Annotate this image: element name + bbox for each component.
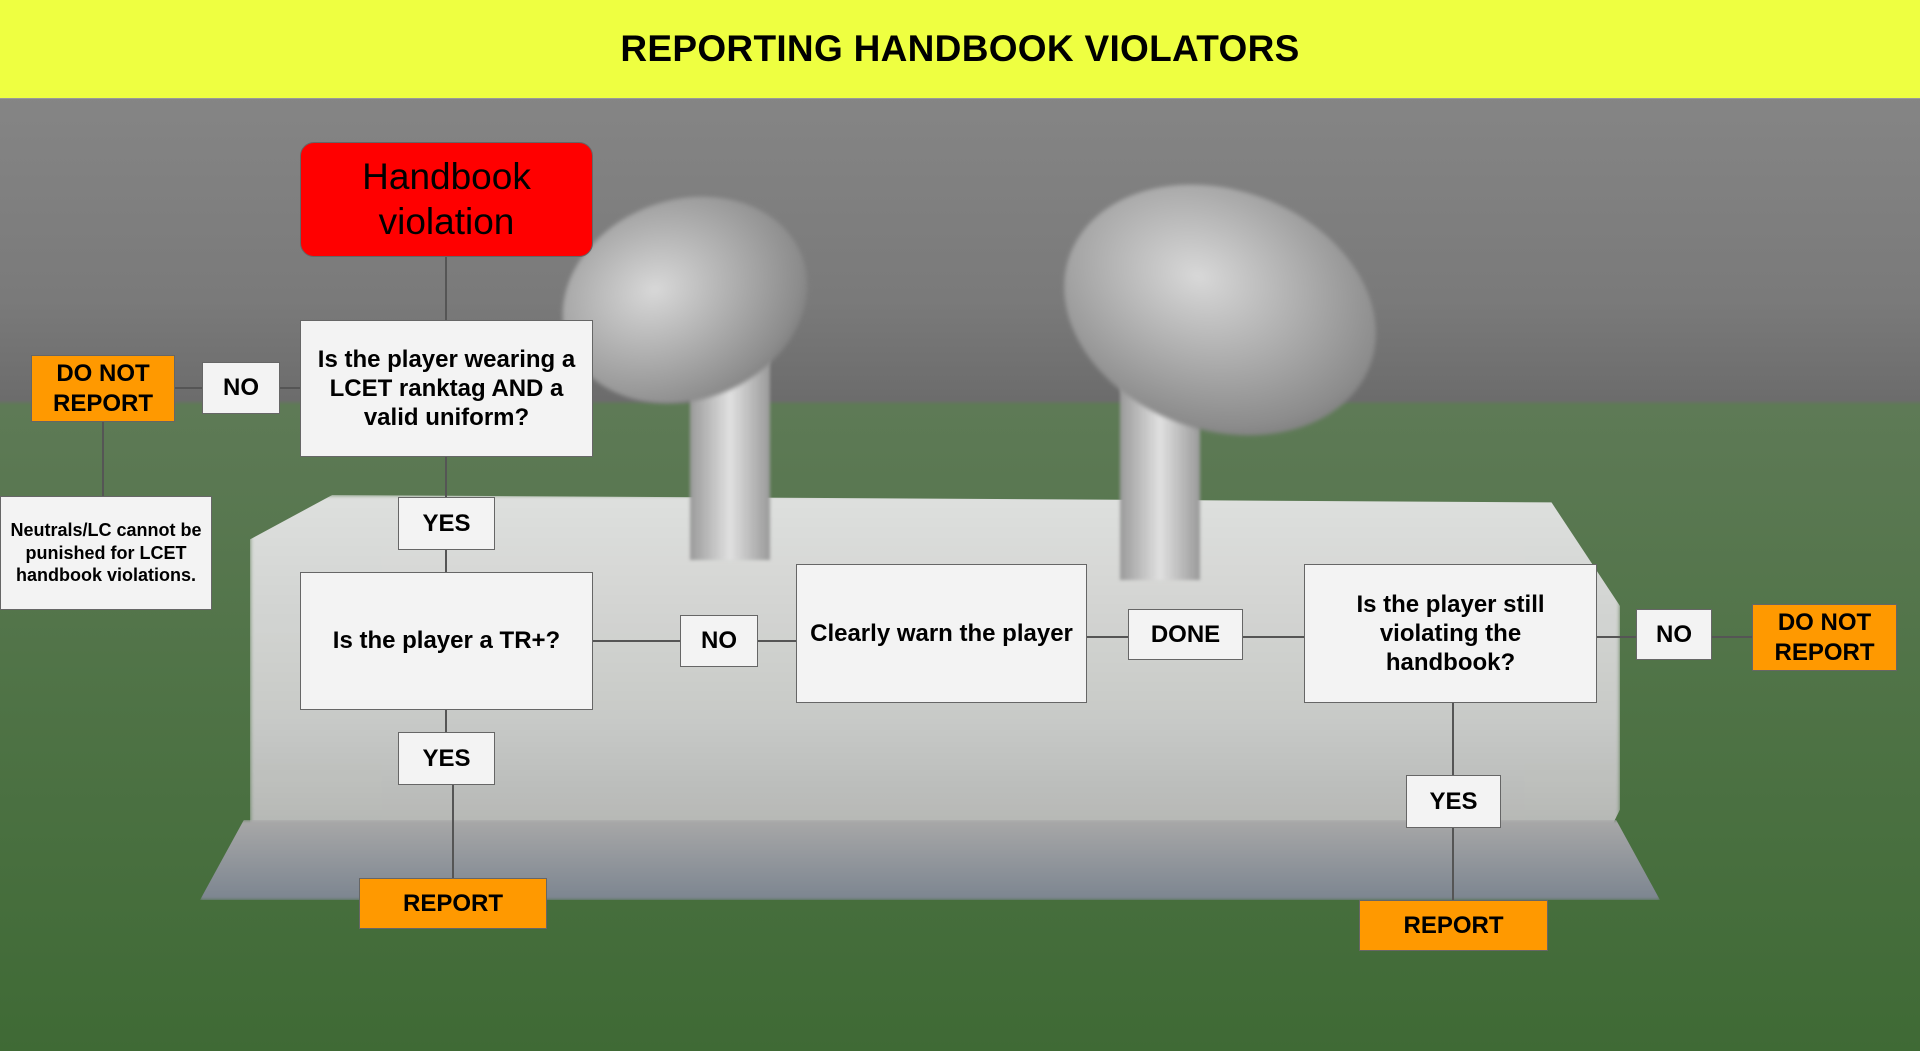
label-no: NO <box>680 615 758 667</box>
label-no: NO <box>1636 609 1712 660</box>
question-still-violating: Is the player still violating the handbo… <box>1304 564 1597 703</box>
page-title: REPORTING HANDBOOK VIOLATORS <box>620 28 1300 69</box>
question-uniform: Is the player wearing a LCET ranktag AND… <box>300 320 593 457</box>
action-warn: Clearly warn the player <box>796 564 1087 703</box>
label-yes: YES <box>1406 775 1501 828</box>
label-done: DONE <box>1128 609 1243 660</box>
outcome-report: REPORT <box>359 878 547 929</box>
label-no: NO <box>202 362 280 414</box>
label-yes: YES <box>398 732 495 785</box>
title-bar: REPORTING HANDBOOK VIOLATORS <box>0 0 1920 99</box>
outcome-do-not-report: DO NOT REPORT <box>1752 604 1897 671</box>
start-node: Handbook violation <box>300 142 593 257</box>
outcome-report: REPORT <box>1359 900 1548 951</box>
question-tr: Is the player a TR+? <box>300 572 593 710</box>
neutrals-note: Neutrals/LC cannot be punished for LCET … <box>0 496 212 610</box>
outcome-do-not-report: DO NOT REPORT <box>31 355 175 422</box>
label-yes: YES <box>398 497 495 550</box>
